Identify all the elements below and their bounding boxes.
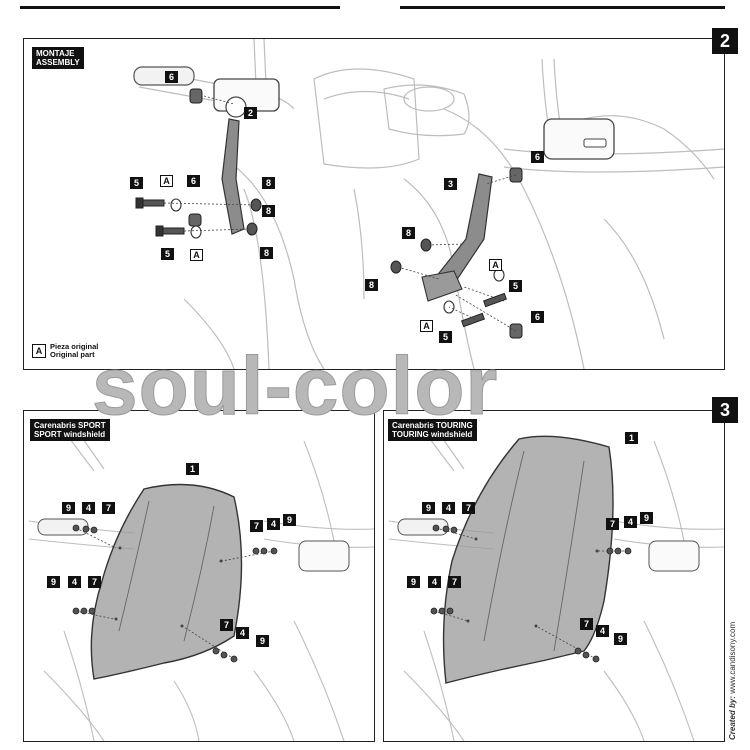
callout-part-6: 6 xyxy=(187,175,200,187)
callout-part-8: 8 xyxy=(365,279,378,291)
callout-part-7: 7 xyxy=(250,520,263,532)
assembly-illustration xyxy=(133,39,724,369)
callout-part-9: 9 xyxy=(422,502,435,514)
callout-part-9: 9 xyxy=(640,512,653,524)
callout-part-5: 5 xyxy=(509,280,522,292)
callout-part-4: 4 xyxy=(236,627,249,639)
callout-part-9: 9 xyxy=(407,576,420,588)
assembly-panel: MONTAJE ASSEMBLY A Pieza original Origin… xyxy=(23,38,725,370)
callout-part-4: 4 xyxy=(267,518,280,530)
callout-part-1: 1 xyxy=(186,463,199,475)
callout-part-2: 2 xyxy=(244,107,257,119)
credit-line: Created by: www.candisony.com xyxy=(728,622,737,740)
callout-part-9: 9 xyxy=(283,514,296,526)
callout-part-3: 3 xyxy=(444,178,457,190)
step-badge-2: 2 xyxy=(712,28,738,54)
callout-part-7: 7 xyxy=(448,576,461,588)
sport-windshield-illustration xyxy=(28,425,374,741)
callout-part-9: 9 xyxy=(47,576,60,588)
credit-prefix: Created by: xyxy=(728,695,737,740)
callout-part-1: 1 xyxy=(625,432,638,444)
callout-part-5: 5 xyxy=(439,331,452,343)
callout-part-4: 4 xyxy=(82,502,95,514)
callout-part-7: 7 xyxy=(606,518,619,530)
callout-part-7: 7 xyxy=(102,502,115,514)
touring-title-es: Carenabris TOURING xyxy=(392,421,473,430)
callout-part-4: 4 xyxy=(68,576,81,588)
legend-label-es: Pieza original xyxy=(50,342,99,351)
callout-part-6: 6 xyxy=(165,71,178,83)
callout-part-4: 4 xyxy=(442,502,455,514)
callout-part-5: 5 xyxy=(130,177,143,189)
top-rule-right xyxy=(400,6,725,9)
callout-part-7: 7 xyxy=(580,618,593,630)
legend-letter-box: A xyxy=(32,344,46,358)
assembly-title-en: ASSEMBLY xyxy=(36,58,80,67)
callout-part-4: 4 xyxy=(624,516,637,528)
callout-part-9: 9 xyxy=(62,502,75,514)
sport-title-en: SPORT windshield xyxy=(34,430,106,439)
callout-part-6: 6 xyxy=(531,311,544,323)
callout-part-7: 7 xyxy=(462,502,475,514)
callout-part-8: 8 xyxy=(262,205,275,217)
callout-part-5: 5 xyxy=(161,248,174,260)
touring-windshield-panel: Carenabris TOURING TOURING windshield 1 … xyxy=(383,410,725,742)
sport-title: Carenabris SPORT SPORT windshield xyxy=(30,419,110,441)
callout-part-8: 8 xyxy=(262,177,275,189)
callout-part-A: A xyxy=(190,249,203,261)
callout-part-8: 8 xyxy=(402,227,415,239)
original-part-legend: A Pieza original Original part xyxy=(32,343,98,359)
callout-part-9: 9 xyxy=(256,635,269,647)
sport-windshield-panel: Carenabris SPORT SPORT windshield 1 9 4 … xyxy=(23,410,375,742)
touring-title: Carenabris TOURING TOURING windshield xyxy=(388,419,477,441)
callout-part-A: A xyxy=(489,259,502,271)
callout-part-7: 7 xyxy=(220,619,233,631)
callout-part-A: A xyxy=(420,320,433,332)
credit-url: www.candisony.com xyxy=(728,621,737,694)
callout-part-4: 4 xyxy=(428,576,441,588)
callout-part-9: 9 xyxy=(614,633,627,645)
soul-color-watermark: soul-color xyxy=(91,341,499,433)
callout-part-7: 7 xyxy=(88,576,101,588)
callout-part-4: 4 xyxy=(596,625,609,637)
callout-part-A: A xyxy=(160,175,173,187)
legend-label-en: Original part xyxy=(50,350,95,359)
callout-part-8: 8 xyxy=(260,247,273,259)
assembly-title-es: MONTAJE xyxy=(36,49,75,58)
touring-title-en: TOURING windshield xyxy=(392,430,473,439)
assembly-title: MONTAJE ASSEMBLY xyxy=(32,47,84,69)
callout-part-6: 6 xyxy=(531,151,544,163)
step-badge-3: 3 xyxy=(712,397,738,423)
sport-title-es: Carenabris SPORT xyxy=(34,421,106,430)
top-rule-left xyxy=(20,6,340,9)
